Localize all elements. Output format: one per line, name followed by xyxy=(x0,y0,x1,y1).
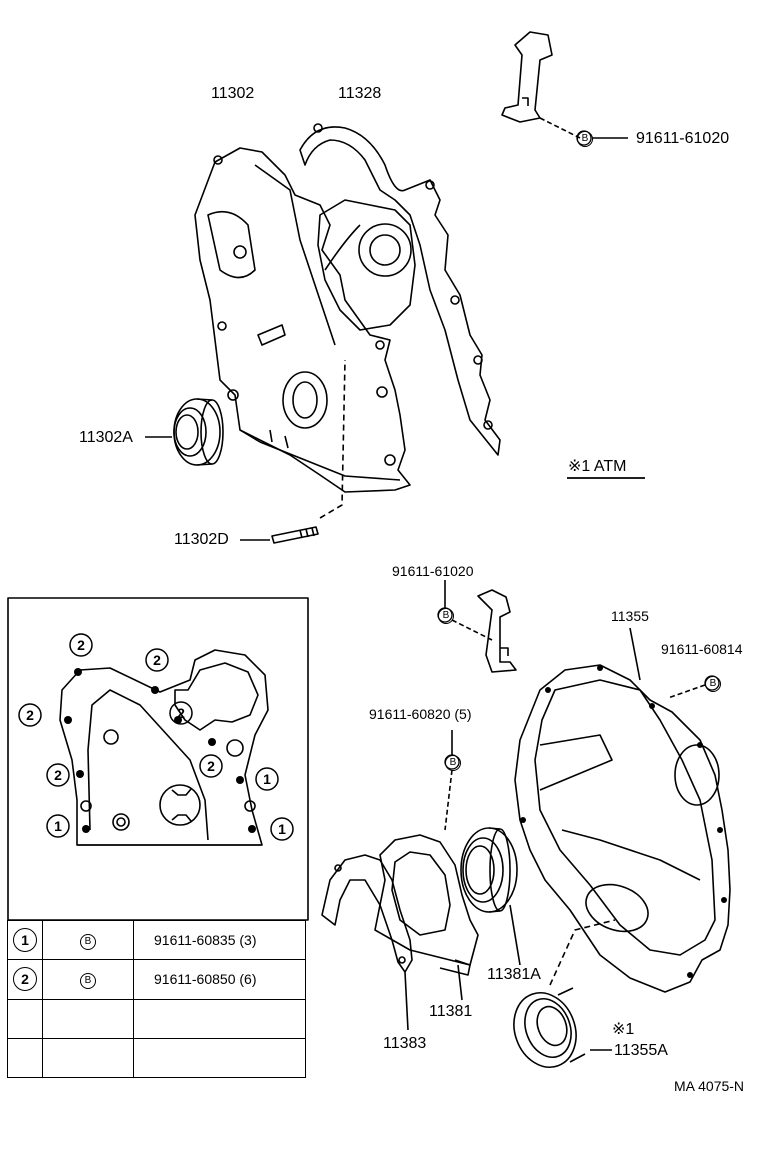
bolt-marker-b: B xyxy=(445,755,461,771)
legend-num: 2 xyxy=(13,967,37,992)
middle-bracket xyxy=(437,580,517,673)
callout: 2 xyxy=(54,767,62,783)
label-11381: 11381 xyxy=(429,1003,473,1020)
label-91611-61020-top: 91611-61020 xyxy=(636,130,730,147)
legend-part xyxy=(133,1037,306,1079)
label-11302A: 11302A xyxy=(79,429,133,446)
label-11328: 11328 xyxy=(338,85,382,102)
label-11302: 11302 xyxy=(211,85,255,102)
inset-bolt-location xyxy=(7,597,309,921)
label-11355: 11355 xyxy=(611,608,649,624)
callout: 2 xyxy=(26,707,34,723)
bolt-marker-b: B xyxy=(577,131,593,147)
legend-num xyxy=(7,1037,43,1079)
diagram-code: MA 4075-N xyxy=(674,1078,745,1094)
legend-row xyxy=(7,1037,306,1079)
callout: 2 xyxy=(207,758,215,774)
top-bracket xyxy=(501,31,628,146)
legend-symbol xyxy=(42,998,134,1039)
timing-cover-11302 xyxy=(194,147,411,493)
label-91611-60820: 91611-60820 (5) xyxy=(369,706,472,722)
legend-row xyxy=(7,998,306,1039)
timing-gasket-11328 xyxy=(299,123,501,456)
gasket-11383 xyxy=(321,854,413,1031)
stud-11302D xyxy=(240,359,346,544)
label-11302D: 11302D xyxy=(174,531,229,548)
retainer-11381 xyxy=(374,834,479,1001)
rear-plate-11355 xyxy=(514,627,731,993)
seal-11355A xyxy=(513,919,616,1068)
label-91611-61020-mid: 91611-61020 xyxy=(392,563,474,579)
legend-part: 91611-60835 (3) xyxy=(133,919,306,961)
bolt-legend-table: 1 B 91611-60835 (3) 2 B 91611-60850 (6) xyxy=(7,919,306,1079)
legend-part xyxy=(133,998,306,1039)
legend-num: 1 xyxy=(13,928,37,953)
label-91611-60814: 91611-60814 xyxy=(661,641,743,657)
callout: 2 xyxy=(77,637,85,653)
legend-row: 2 B 91611-60850 (6) xyxy=(7,959,306,1000)
label-11381A: 11381A xyxy=(487,966,541,983)
callout: 1 xyxy=(263,771,271,787)
callout: 1 xyxy=(54,818,62,834)
label-11355A: 11355A xyxy=(614,1042,668,1059)
pump-flange xyxy=(317,199,416,331)
legend-row: 1 B 91611-60835 (3) xyxy=(7,919,306,961)
bolt-marker-b: B xyxy=(705,676,721,692)
legend-symbol: B xyxy=(80,933,96,950)
oil-seal-11302A xyxy=(145,398,224,466)
bolt-marker-b: B xyxy=(438,608,454,624)
label-note-1: ※1 xyxy=(612,1021,635,1038)
callout: 2 xyxy=(177,705,185,721)
legend-part: 91611-60850 (6) xyxy=(133,959,306,1000)
legend-symbol xyxy=(42,1037,134,1079)
legend-num xyxy=(7,998,43,1039)
label-atm: ※1 ATM xyxy=(568,458,627,475)
callout: 1 xyxy=(278,821,286,837)
oil-seal-11381A xyxy=(460,827,521,966)
inset-callout-numbers: 2 2 2 2 2 2 1 1 1 xyxy=(26,637,286,837)
label-11383: 11383 xyxy=(383,1035,427,1052)
callout: 2 xyxy=(153,652,161,668)
legend-symbol: B xyxy=(80,972,96,989)
